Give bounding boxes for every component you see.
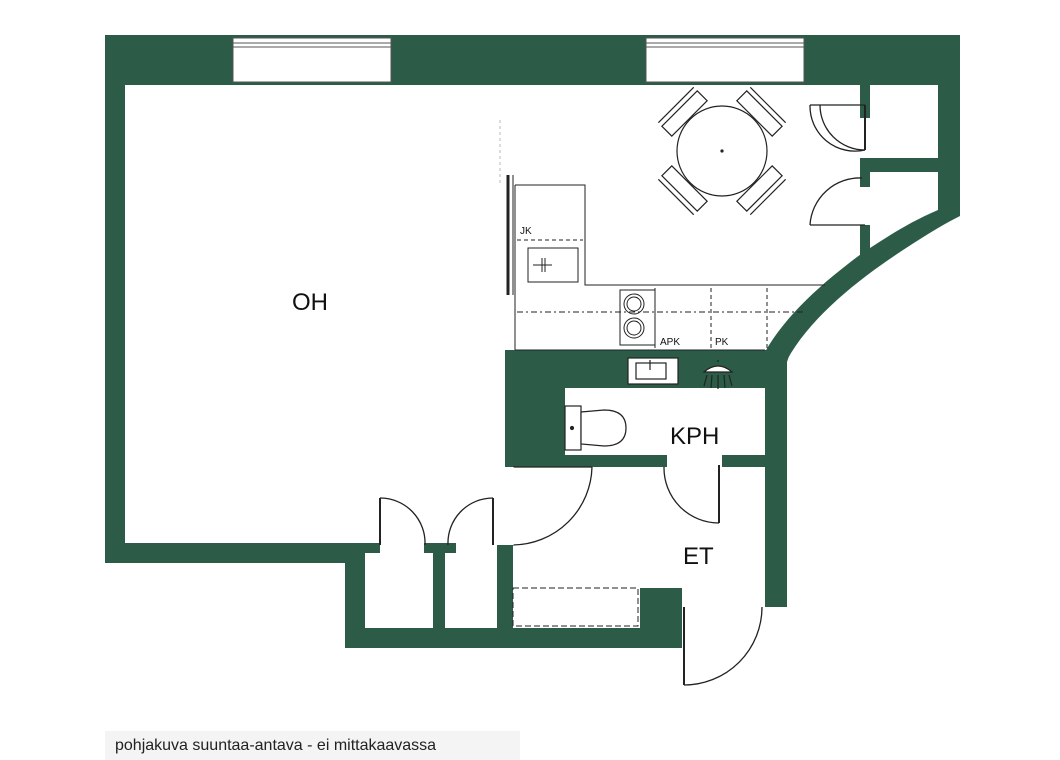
disclaimer-caption: pohjakuva suuntaa-antava - ei mittakaava… (115, 737, 437, 754)
label-kitchen-cabinet: JK (520, 226, 532, 237)
wall-bottom-left (105, 543, 380, 563)
closet-right-floor (445, 553, 497, 628)
window-right (645, 37, 805, 83)
toilet (564, 405, 627, 451)
walls (105, 35, 960, 648)
kitchen-sink (527, 247, 579, 283)
wall-entrance-step-right (660, 588, 682, 610)
wall-closet-mid (424, 543, 456, 553)
wall-bath-bottom-r (722, 455, 772, 467)
wall-curve (765, 210, 960, 360)
label-dishwasher: APK (660, 337, 680, 348)
door-closet-right[interactable] (447, 497, 494, 546)
chair-bottom-left (657, 165, 708, 216)
floor-plan: JK APK PK (105, 35, 960, 686)
room-label-living: OH (292, 289, 328, 316)
door-main-entrance[interactable] (683, 606, 763, 686)
closet-tr-2-floor-curve (870, 210, 938, 248)
wall-closet-right (497, 545, 513, 635)
kitchen (499, 120, 825, 351)
chair-top-right (736, 86, 787, 137)
room-label-bathroom: KPH (670, 423, 719, 450)
entrance-shelf (512, 587, 639, 627)
door-closet-left[interactable] (379, 497, 426, 546)
window-left (232, 37, 392, 83)
closet-left-floor (365, 553, 433, 628)
chair-bottom-right (736, 165, 787, 216)
wall-closet-tr-v2 (860, 172, 870, 187)
wall-closet-left (345, 545, 365, 648)
wall-bath-bottom-l (505, 455, 667, 467)
wall-right-top (938, 35, 960, 215)
door-closet-tr-2[interactable] (809, 177, 865, 226)
shower-icon (702, 360, 734, 389)
windows (232, 37, 805, 83)
wall-closet-tr-v3 (860, 225, 870, 255)
dining-table (676, 105, 768, 197)
door-living-room[interactable] (512, 466, 593, 546)
room-label-entrance: ET (683, 543, 714, 570)
closet-tr-2-floor (870, 172, 938, 210)
stove (619, 289, 656, 346)
wall-curve-thick (765, 200, 960, 362)
wall-left (105, 35, 125, 563)
doors (379, 104, 866, 686)
wall-entrance-right (765, 355, 787, 607)
bathroom-fixtures (564, 357, 734, 451)
caption-background (105, 731, 520, 760)
wall-closet-tr-1 (860, 158, 950, 172)
wall-bottom (345, 628, 660, 648)
dining-set (657, 86, 787, 216)
door-bathroom[interactable] (663, 465, 720, 524)
chair-top-left (657, 86, 708, 137)
wall-closet-tr-0 (860, 80, 870, 100)
door-closet-tr-1[interactable] (809, 104, 866, 152)
label-washer: PK (715, 337, 729, 348)
closet-tr-1-floor (870, 85, 938, 158)
kitchen-counter (515, 184, 825, 286)
